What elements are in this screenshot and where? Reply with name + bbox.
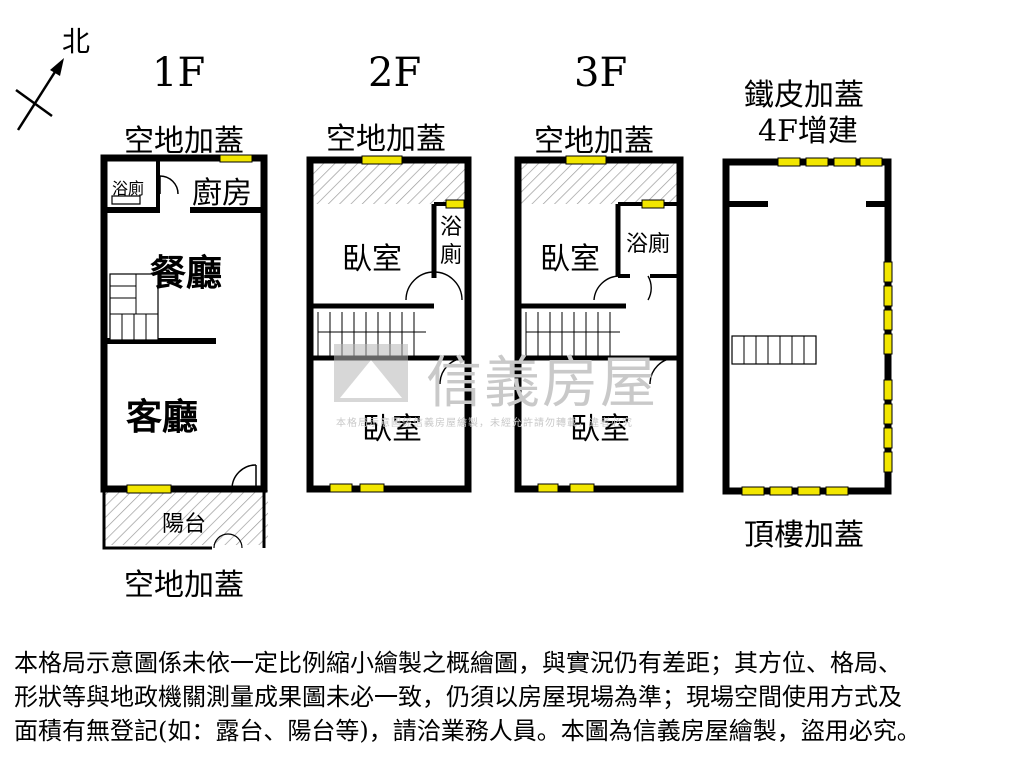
compass-north-label: 北 <box>62 25 91 58</box>
floor-4f-bottom-label: 頂樓加蓋 <box>744 518 864 553</box>
disclaimer-line-3: 面積有無登記(如：露台、陽台等)，請洽業務人員。本圖為信義房屋繪製，盜用必究。 <box>14 717 921 745</box>
room-2f-bath: 浴 廁 <box>440 215 463 268</box>
disclaimer-line-1: 本格局示意圖係未依一定比例縮小繪製之概繪圖，與實況仍有差距；其方位、格局、 <box>14 649 902 677</box>
floor-4f-plan <box>722 157 893 496</box>
floor-3f-title: 3F <box>574 50 628 96</box>
floor-4f-title-line1: 鐵皮加蓋 <box>744 78 864 113</box>
room-1f-dining: 餐廳 <box>150 252 223 294</box>
floor-2f-title: 2F <box>368 50 422 96</box>
watermark-brand: 信義房屋 <box>426 351 658 416</box>
floor-1f-bottom-label: 空地加蓋 <box>124 568 244 603</box>
floor-4f-title-line2: 4F增建 <box>758 114 858 149</box>
disclaimer-line-2: 形狀等與地政機關測量成果圖未必一致，仍須以房屋現場為準；現場空間使用方式及 <box>14 683 902 711</box>
room-1f-bath: 浴廁 <box>112 179 145 198</box>
disclaimer-text: 本格局示意圖係未依一定比例縮小繪製之概繪圖，與實況仍有差距；其方位、格局、 形狀… <box>14 646 1014 748</box>
room-1f-living: 客廳 <box>126 396 199 438</box>
floor-1f-plan <box>100 154 268 550</box>
room-3f-bedroom-back: 臥室 <box>570 412 630 447</box>
watermark-notice: 本格局示意圖係信義房屋繪製，未經允許請勿轉載，違者必究 <box>336 418 633 429</box>
floor-3f-plan <box>514 155 684 493</box>
floor-1f-title: 1F <box>152 50 206 96</box>
staircase-1f <box>109 273 159 341</box>
room-1f-kitchen: 廚房 <box>192 176 252 211</box>
floor-1f-top-label: 空地加蓋 <box>124 124 244 159</box>
room-3f-bath: 浴廁 <box>626 232 671 257</box>
floor-2f-top-label: 空地加蓋 <box>326 122 446 157</box>
floor-3f-top-label: 空地加蓋 <box>534 124 654 159</box>
room-1f-balcony: 陽台 <box>162 512 207 537</box>
north-arrow-icon <box>15 58 64 131</box>
room-3f-bedroom-front: 臥室 <box>540 242 600 277</box>
room-2f-bedroom-front: 臥室 <box>342 242 402 277</box>
watermark-logo-icon <box>334 344 408 402</box>
staircase-4f <box>731 335 817 365</box>
room-2f-bedroom-back: 臥室 <box>362 412 422 447</box>
staircase-3f <box>525 312 620 356</box>
